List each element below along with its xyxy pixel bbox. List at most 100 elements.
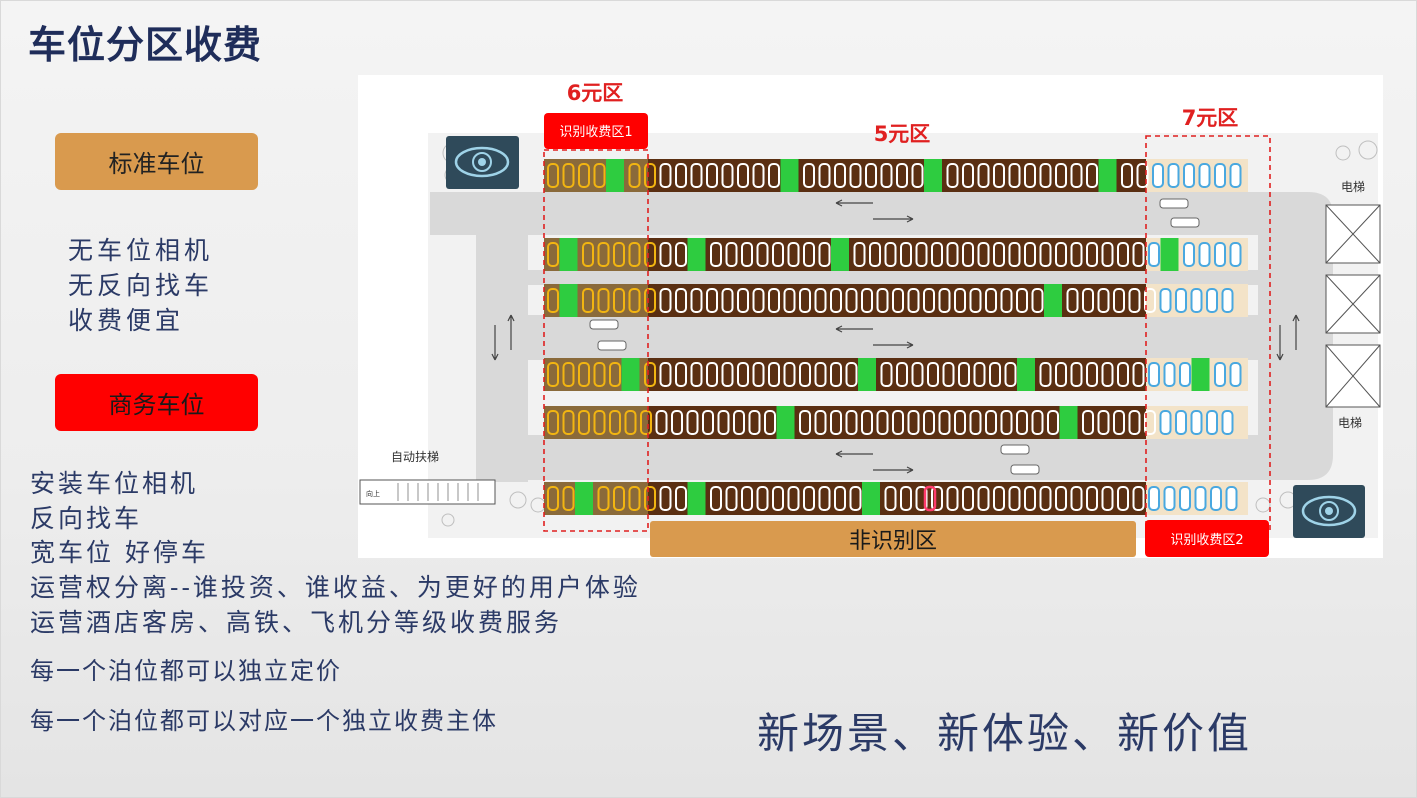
parking-spot <box>562 362 575 387</box>
parking-spot <box>1221 410 1234 435</box>
parking-spot <box>989 362 1001 387</box>
parking-spot <box>737 362 749 387</box>
parking-spot <box>814 410 827 435</box>
parking-spot <box>1082 288 1094 313</box>
parking-spot <box>578 362 590 387</box>
parking-spot <box>659 163 672 188</box>
parking-spot <box>582 242 594 267</box>
parking-spot <box>1113 288 1125 313</box>
parking-spot <box>547 362 559 387</box>
camera-bottom-right-icon <box>1293 485 1365 538</box>
parking-spot <box>721 163 734 188</box>
parking-spot <box>830 410 842 435</box>
parking-spot <box>562 163 575 188</box>
parking-spot <box>597 242 610 267</box>
parking-spot <box>1024 242 1036 267</box>
parking-spot <box>1214 163 1226 188</box>
parking-spot <box>675 163 687 188</box>
parking-spot <box>628 163 641 188</box>
parking-spot <box>686 410 699 435</box>
parking-spot <box>818 163 831 188</box>
parking-row <box>544 238 1248 271</box>
parking-spot <box>1179 486 1191 511</box>
parking-spot <box>787 486 800 511</box>
parking-spot <box>609 362 621 387</box>
standard-point-1: 无车位相机 <box>68 236 214 265</box>
slogan: 新场景、新体验、新价值 <box>757 709 1253 758</box>
parking-spot <box>671 410 683 435</box>
business-point-4: 运营权分离--谁投资、谁收益、为更好的用户体验 <box>30 573 641 602</box>
parking-spot <box>582 288 594 313</box>
standard-spot-label: 标准车位 <box>55 133 258 190</box>
recognition-zone-1-badge <box>544 113 648 149</box>
parking-spot <box>1190 410 1203 435</box>
parking-spot <box>1214 362 1226 387</box>
parking-spot <box>1144 410 1156 435</box>
parking-spot <box>1194 486 1207 511</box>
parking-spot <box>1183 242 1195 267</box>
parking-spot <box>954 410 966 435</box>
business-spot-label: 商务车位 <box>55 374 258 431</box>
parking-spot <box>1198 163 1211 188</box>
parking-spot <box>799 362 811 387</box>
parking-spot <box>834 163 846 188</box>
parking-spot <box>644 242 656 267</box>
parking-spot <box>1070 486 1083 511</box>
parking-spot <box>1097 288 1110 313</box>
parking-spot <box>931 242 943 267</box>
parking-spot <box>593 362 606 387</box>
pillar <box>621 358 640 391</box>
parking-spot <box>675 486 687 511</box>
parking-spot <box>1179 362 1191 387</box>
parking-spot <box>962 242 974 267</box>
road-cars <box>589 198 1200 475</box>
pillar <box>1160 238 1179 271</box>
parking-spot <box>764 410 776 435</box>
parking-spot <box>1070 362 1083 387</box>
parking-spot <box>834 486 846 511</box>
parking-spot <box>1008 163 1021 188</box>
parking-spot <box>613 486 625 511</box>
parking-spot <box>659 362 672 387</box>
parking-spot <box>1008 242 1021 267</box>
parking-spot <box>659 242 672 267</box>
parking-spot <box>787 242 800 267</box>
escalator-direction-label: 向上 <box>366 489 380 498</box>
parking-spot <box>946 163 959 188</box>
pillar <box>780 159 799 192</box>
parking-spot <box>748 410 761 435</box>
parking-spot <box>942 362 955 387</box>
parking-spot <box>1175 410 1187 435</box>
parking-spot <box>741 242 753 267</box>
parking-spot <box>1229 242 1242 267</box>
parking-spot <box>1070 163 1083 188</box>
parking-spot <box>814 288 827 313</box>
parking-spot <box>1221 288 1234 313</box>
parking-spot <box>752 163 765 188</box>
parking-spot <box>1047 410 1059 435</box>
parking-spot <box>923 288 935 313</box>
page-title: 车位分区收费 <box>28 23 263 67</box>
parking-spot <box>845 362 858 387</box>
parking-spot <box>1136 163 1149 188</box>
highlighted-parking-spot <box>923 485 937 512</box>
parking-spot <box>880 362 893 387</box>
parking-spot <box>783 362 796 387</box>
parking-spot <box>1055 486 1067 511</box>
parking-spot <box>845 288 858 313</box>
parking-spot <box>977 163 990 188</box>
pillar <box>1098 159 1117 192</box>
parking-spot <box>896 163 908 188</box>
parking-spot <box>973 362 986 387</box>
parking-spot <box>845 410 858 435</box>
parking-spot <box>1206 410 1218 435</box>
parking-spot <box>597 288 610 313</box>
parking-spot <box>1144 288 1156 313</box>
parking-spot <box>1132 486 1145 511</box>
parking-spot <box>865 163 877 188</box>
parking-spot <box>1024 486 1036 511</box>
parking-spot <box>1039 242 1052 267</box>
parking-spot <box>772 242 784 267</box>
parking-spot <box>644 486 656 511</box>
parking-spot <box>977 486 990 511</box>
